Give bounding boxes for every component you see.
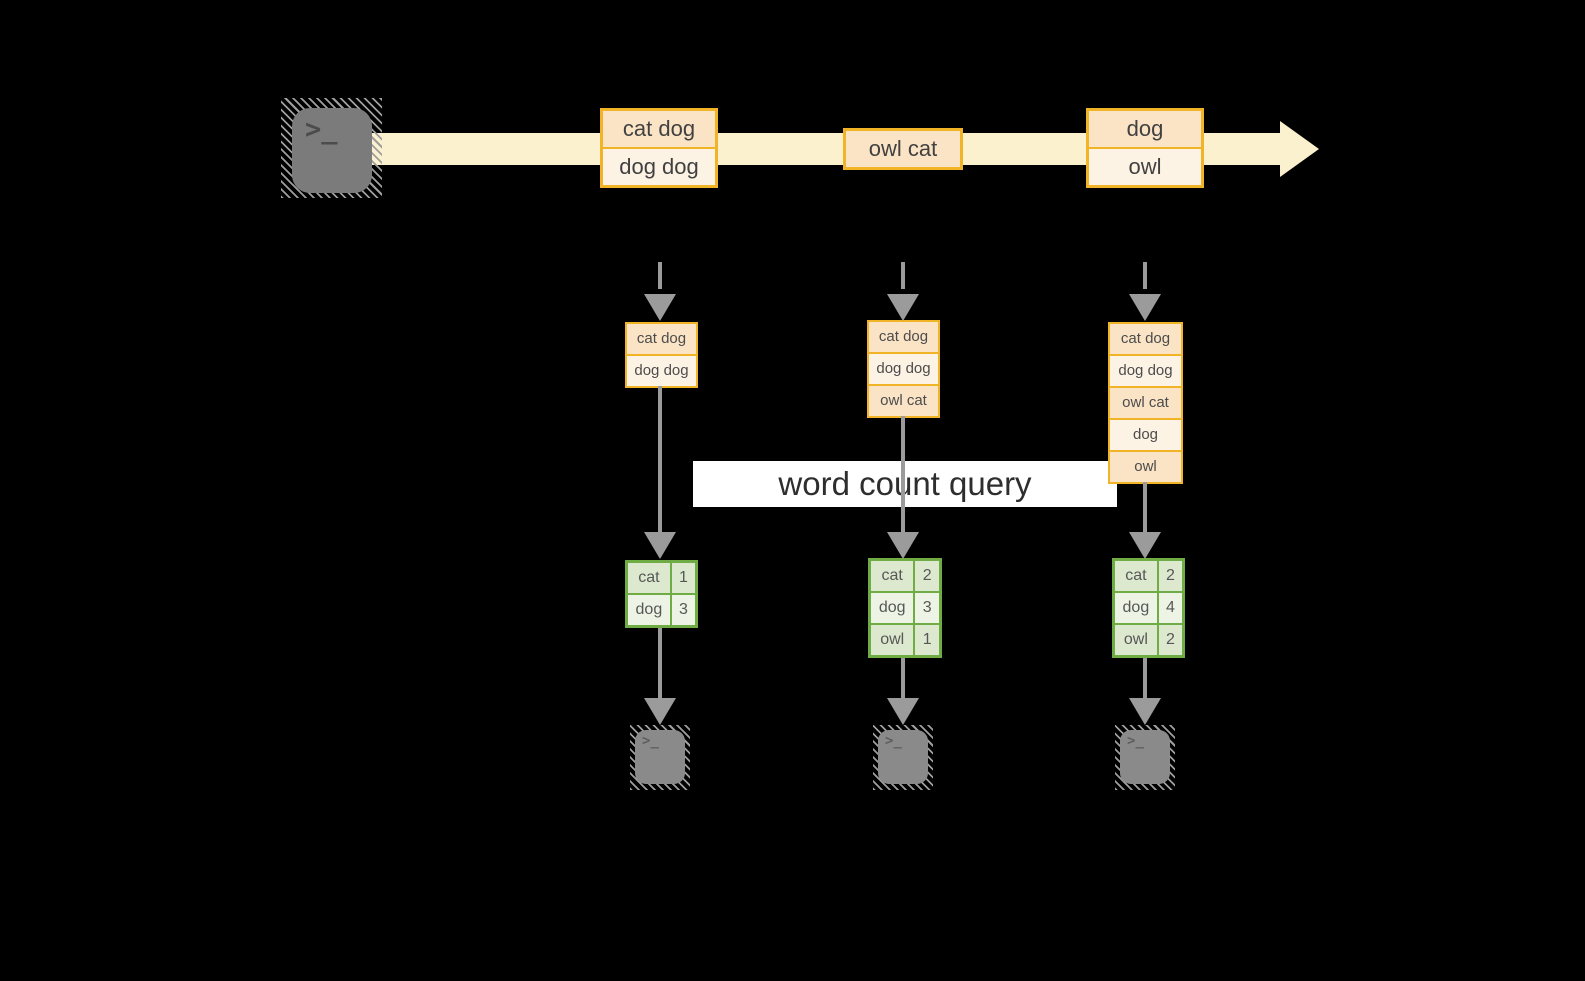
stream-event-3: dog owl <box>1086 108 1204 188</box>
count-value: 4 <box>1158 593 1182 623</box>
buffer-stack-2: cat dog dog dog owl cat <box>867 320 940 418</box>
count-table-3: cat 2 dog 4 owl 2 <box>1112 558 1185 658</box>
buffer-line: owl cat <box>869 384 938 416</box>
stream-event-line: owl cat <box>846 131 960 167</box>
count-value: 2 <box>1158 561 1182 591</box>
arrow-table3-to-sink3 <box>1143 658 1147 700</box>
arrow-stack2-to-table2 <box>901 416 905 534</box>
count-value: 1 <box>671 563 695 593</box>
stream-event-2: owl cat <box>843 128 963 170</box>
prompt-chevron: > <box>885 733 894 749</box>
arrow-stack3-to-table3 <box>1143 482 1147 534</box>
prompt-chevron: > <box>642 733 651 749</box>
stream-event-1: cat dog dog dog <box>600 108 718 188</box>
count-word: dog <box>871 593 914 623</box>
stream-event-line: dog dog <box>603 147 715 185</box>
dashed-arrow-3-head <box>1129 294 1161 321</box>
count-word: dog <box>1115 593 1157 623</box>
prompt-underscore: _ <box>1135 733 1144 749</box>
prompt-icon: >_ <box>1127 733 1144 749</box>
count-value: 1 <box>915 625 939 655</box>
arrow-stack1-to-table1 <box>658 386 662 534</box>
arrow-table2-to-sink2 <box>901 658 905 700</box>
terminal-source-body: >_ <box>292 108 372 193</box>
arrow-table1-head <box>644 698 676 725</box>
dashed-arrow-3 <box>1143 262 1147 289</box>
terminal-sink-icon-3: >_ <box>1115 725 1175 790</box>
arrow-stack1-head <box>644 532 676 559</box>
arrow-stack2-head <box>887 532 919 559</box>
arrow-table1-to-sink1 <box>658 628 662 700</box>
terminal-sink-body: >_ <box>1120 730 1170 784</box>
buffer-line: cat dog <box>627 324 696 354</box>
terminal-sink-icon-2: >_ <box>873 725 933 790</box>
buffer-line: dog dog <box>627 354 696 386</box>
count-word: cat <box>871 561 914 591</box>
arrow-stack3-head <box>1129 532 1161 559</box>
terminal-sink-body: >_ <box>635 730 685 784</box>
dashed-arrow-2-head <box>887 294 919 321</box>
terminal-source-icon: >_ <box>281 98 382 198</box>
count-value: 2 <box>1158 625 1182 655</box>
prompt-icon: >_ <box>642 733 659 749</box>
buffer-line: owl cat <box>1110 386 1181 418</box>
buffer-line: dog <box>1110 418 1181 450</box>
buffer-line: owl <box>1110 450 1181 482</box>
count-word: cat <box>628 563 670 593</box>
buffer-line: dog dog <box>869 352 938 384</box>
prompt-chevron: > <box>1127 733 1136 749</box>
arrow-table3-head <box>1129 698 1161 725</box>
dashed-arrow-1-head <box>644 294 676 321</box>
count-table-1: cat 1 dog 3 <box>625 560 698 628</box>
terminal-sink-icon-1: >_ <box>630 725 690 790</box>
stream-event-line: dog <box>1089 111 1201 147</box>
buffer-line: dog dog <box>1110 354 1181 386</box>
query-banner: word count query <box>693 461 1117 507</box>
count-word: cat <box>1115 561 1157 591</box>
prompt-icon: >_ <box>885 733 902 749</box>
count-word: dog <box>628 595 670 625</box>
prompt-underscore: _ <box>650 733 659 749</box>
count-value: 3 <box>671 595 695 625</box>
prompt-chevron: > <box>305 114 322 145</box>
dashed-arrow-1 <box>658 262 662 289</box>
count-table-2: cat 2 dog 3 owl 1 <box>868 558 942 658</box>
buffer-stack-1: cat dog dog dog <box>625 322 698 388</box>
dashed-arrow-2 <box>901 262 905 289</box>
count-word: owl <box>871 625 914 655</box>
stream-event-line: owl <box>1089 147 1201 185</box>
count-value: 2 <box>915 561 939 591</box>
buffer-line: cat dog <box>869 322 938 352</box>
stream-event-line: cat dog <box>603 111 715 147</box>
arrow-table2-head <box>887 698 919 725</box>
count-word: owl <box>1115 625 1157 655</box>
terminal-sink-body: >_ <box>878 730 928 784</box>
buffer-stack-3: cat dog dog dog owl cat dog owl <box>1108 322 1183 484</box>
prompt-underscore: _ <box>321 114 338 145</box>
buffer-line: cat dog <box>1110 324 1181 354</box>
stream-arrow-head <box>1280 121 1319 177</box>
prompt-underscore: _ <box>893 733 902 749</box>
count-value: 3 <box>915 593 939 623</box>
prompt-icon: >_ <box>305 114 338 145</box>
